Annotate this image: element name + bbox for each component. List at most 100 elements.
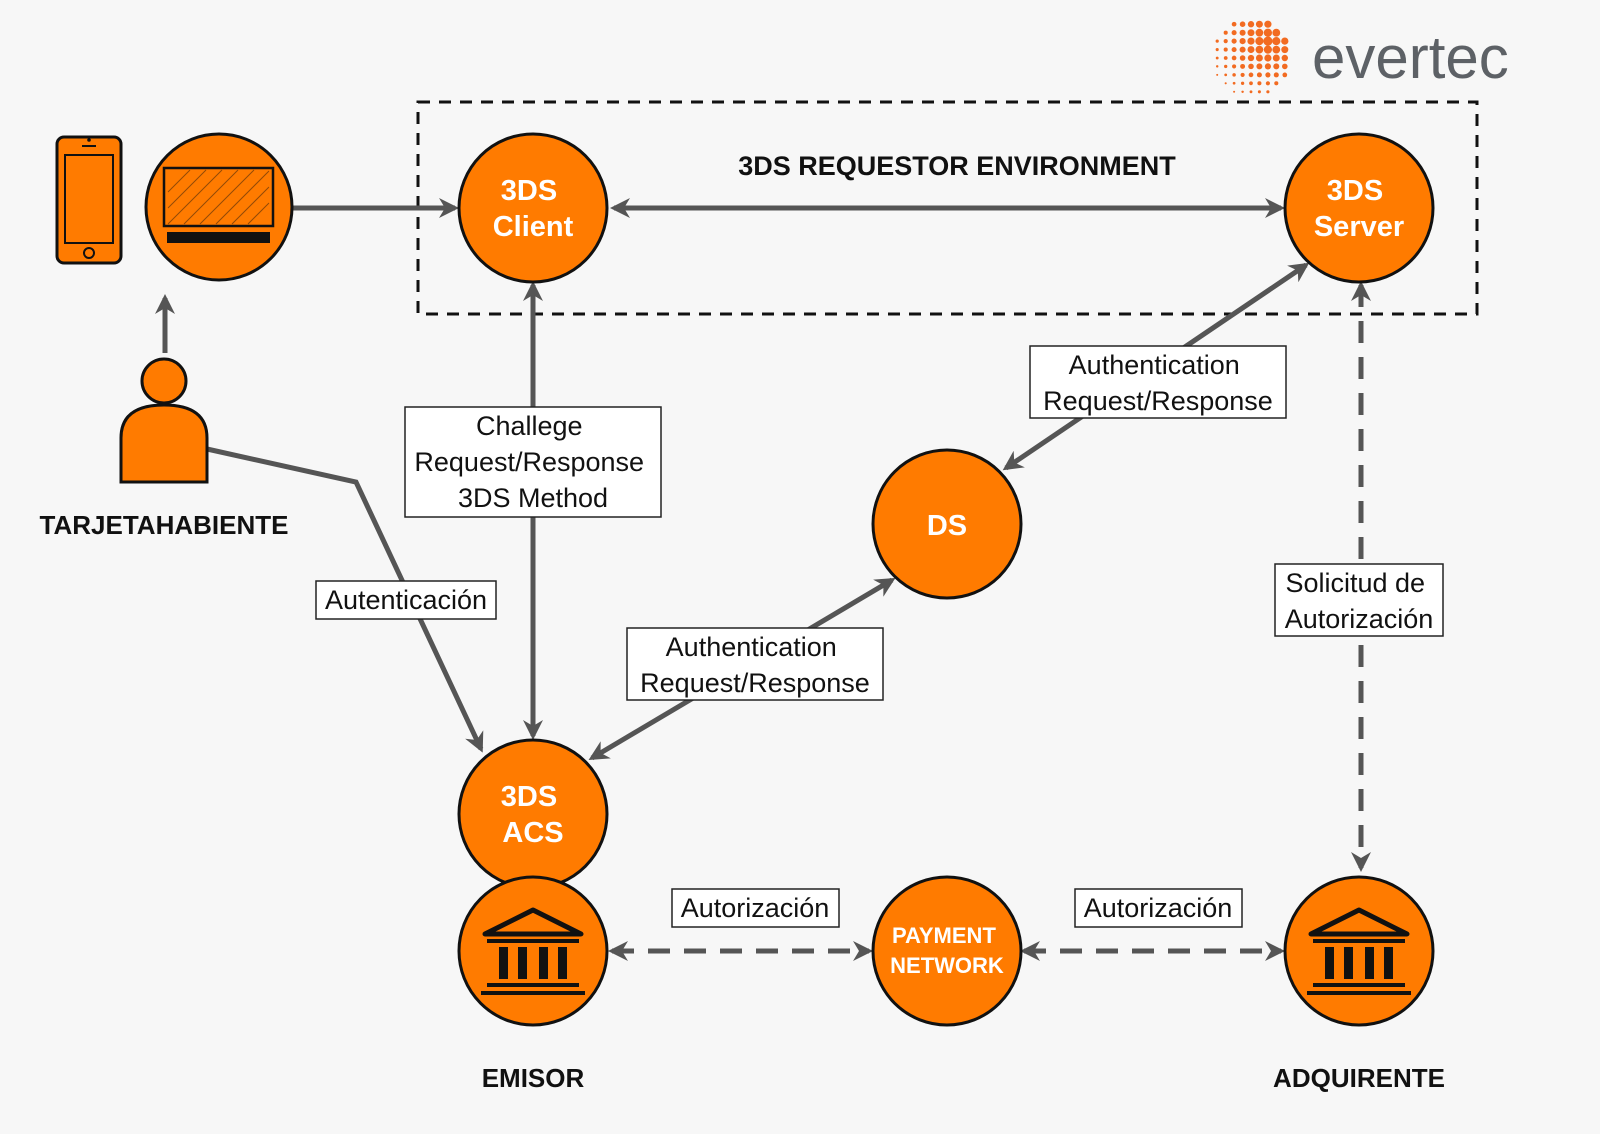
logo-dot bbox=[1232, 73, 1236, 77]
label-auth-ds-acs-line-1: Authentication bbox=[666, 632, 837, 662]
label-auth-server-ds: Authentication Request/Response bbox=[1029, 345, 1287, 419]
logo-dot bbox=[1247, 46, 1255, 54]
logo-dot bbox=[1231, 47, 1237, 53]
node-payment-network-line-1: PAYMENT bbox=[892, 923, 996, 948]
logo-dot bbox=[1256, 63, 1263, 70]
logo-dot bbox=[1272, 28, 1281, 37]
logo-dot bbox=[1232, 64, 1237, 69]
node-3ds-acs-line-1: 3DS bbox=[501, 781, 557, 813]
logo-text: evertec bbox=[1312, 24, 1509, 91]
svg-text:3DS ACS: 3DS ACS bbox=[501, 781, 565, 849]
node-payment-network: PAYMENT NETWORK bbox=[871, 875, 1023, 1027]
label-autenticacion: Autenticación bbox=[315, 580, 497, 620]
logo-dots-icon bbox=[1215, 20, 1289, 94]
label-challenge-line-3: 3DS Method bbox=[458, 483, 608, 513]
label-challenge-line-2: Request/Response bbox=[414, 447, 644, 477]
logo-dot bbox=[1249, 81, 1253, 86]
node-3ds-client: 3DS Client bbox=[457, 132, 609, 284]
node-payment-network-line-2: NETWORK bbox=[890, 953, 1004, 978]
svg-text:Authentication Request/R: Authentication Request/Response bbox=[640, 632, 870, 698]
logo-dot bbox=[1239, 46, 1246, 53]
logo-dot bbox=[1282, 72, 1288, 78]
label-solicitud-line-1: Solicitud de bbox=[1285, 568, 1425, 598]
logo-dot bbox=[1272, 36, 1281, 46]
logo-dot bbox=[1256, 72, 1262, 78]
logo-dot bbox=[1272, 45, 1281, 54]
logo-dot bbox=[1255, 37, 1264, 46]
node-3ds-server-line-2: Server bbox=[1314, 211, 1404, 243]
logo-dot bbox=[1265, 81, 1270, 86]
logo-dot bbox=[1241, 90, 1244, 94]
logo-dot bbox=[1264, 54, 1272, 62]
logo-dot bbox=[1215, 48, 1219, 52]
caption-acquirer: ADQUIRENTE bbox=[1273, 1063, 1445, 1093]
logo-dot bbox=[1215, 65, 1219, 68]
environment-title: 3DS REQUESTOR ENVIRONMENT bbox=[738, 151, 1176, 181]
label-challenge: Challege Request/Response 3DS Method bbox=[404, 406, 662, 518]
logo-dot bbox=[1239, 21, 1246, 27]
node-3ds-client-line-2: Client bbox=[493, 211, 574, 243]
caption-issuer: EMISOR bbox=[482, 1063, 585, 1093]
svg-text:PAYMENT NETWORK: PAYMENT NETWORK bbox=[890, 923, 1004, 978]
logo-dot bbox=[1224, 73, 1228, 77]
logo-dot bbox=[1239, 55, 1246, 61]
logo-dot bbox=[1216, 73, 1219, 76]
logo-dot bbox=[1231, 30, 1237, 36]
logo-dot bbox=[1264, 63, 1271, 70]
person-icon bbox=[119, 357, 209, 484]
edge-cardholder-acs bbox=[206, 446, 484, 753]
svg-text:Authentication Request/R: Authentication Request/Response bbox=[1043, 350, 1273, 416]
node-3ds-client-line-1: 3DS bbox=[501, 175, 557, 207]
logo-dot bbox=[1215, 39, 1219, 43]
label-autorizacion-right-text: Autorización bbox=[1084, 893, 1233, 923]
logo-dot bbox=[1263, 45, 1272, 54]
logo-dot bbox=[1257, 81, 1262, 86]
laptop-node bbox=[144, 132, 294, 282]
node-acquirer-bank bbox=[1283, 875, 1435, 1027]
logo-dot bbox=[1223, 56, 1228, 60]
logo-dot bbox=[1282, 63, 1288, 70]
logo-dot bbox=[1255, 28, 1264, 37]
label-autorizacion-left: Autorización bbox=[671, 888, 840, 928]
evertec-logo: evertec bbox=[1215, 20, 1509, 94]
svg-text:Solicitud de Autorizació: Solicitud de Autorización bbox=[1285, 568, 1434, 634]
logo-dot bbox=[1255, 45, 1264, 54]
logo-dot bbox=[1257, 90, 1261, 94]
logo-dot bbox=[1231, 55, 1237, 61]
label-solicitud: Solicitud de Autorización bbox=[1274, 563, 1444, 637]
logo-dot bbox=[1281, 46, 1289, 54]
logo-dot bbox=[1273, 72, 1279, 78]
caption-cardholder: TARJETAHABIENTE bbox=[40, 510, 289, 540]
logo-dot bbox=[1281, 54, 1288, 62]
logo-dot bbox=[1239, 38, 1246, 45]
logo-dot bbox=[1264, 20, 1272, 28]
logo-dot bbox=[1231, 21, 1237, 27]
bank-icon bbox=[1307, 907, 1411, 995]
logo-dot bbox=[1240, 63, 1246, 69]
logo-dot bbox=[1247, 54, 1255, 62]
logo-dot bbox=[1273, 63, 1280, 70]
logo-dot bbox=[1263, 28, 1273, 37]
logo-dot bbox=[1231, 38, 1237, 44]
logo-dot bbox=[1248, 63, 1254, 70]
node-3ds-acs: 3DS ACS bbox=[457, 738, 609, 890]
logo-dot bbox=[1223, 30, 1228, 35]
logo-dot bbox=[1240, 81, 1245, 85]
logo-dot bbox=[1224, 82, 1227, 85]
logo-dot bbox=[1248, 72, 1254, 78]
logo-dot bbox=[1215, 56, 1219, 60]
logo-dot bbox=[1281, 37, 1289, 45]
node-3ds-server-line-1: 3DS bbox=[1327, 175, 1383, 207]
logo-dot bbox=[1255, 54, 1263, 62]
logo-dot bbox=[1247, 37, 1255, 45]
logo-dot bbox=[1249, 90, 1253, 94]
logo-dot bbox=[1247, 29, 1255, 37]
label-auth-server-ds-line-2: Request/Response bbox=[1043, 386, 1273, 416]
label-solicitud-line-2: Autorización bbox=[1285, 604, 1434, 634]
node-ds-label: DS bbox=[927, 510, 967, 542]
label-auth-ds-acs-line-2: Request/Response bbox=[640, 668, 870, 698]
logo-dot bbox=[1240, 72, 1245, 77]
laptop-icon bbox=[162, 166, 275, 243]
label-auth-server-ds-line-1: Authentication bbox=[1069, 350, 1240, 380]
